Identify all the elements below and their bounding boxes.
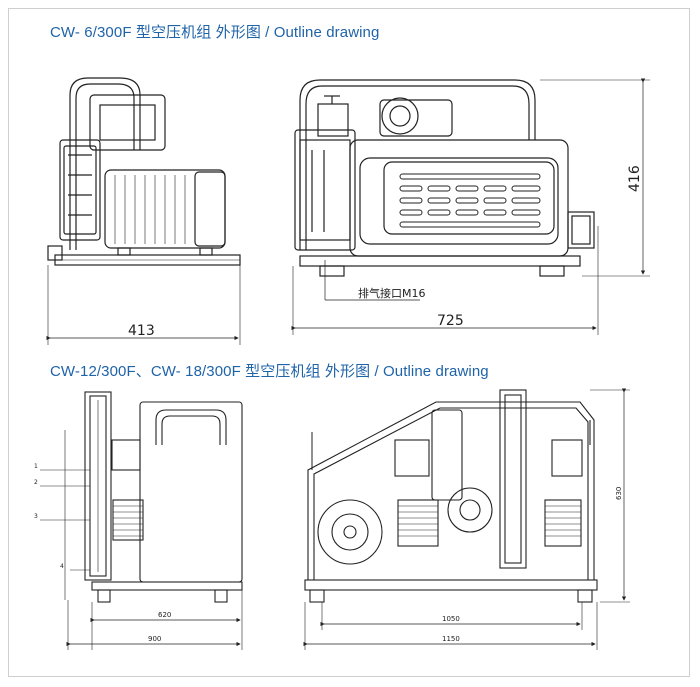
top-front-view xyxy=(291,78,650,335)
bottom-side-view xyxy=(40,391,243,650)
side-annotation-3: 3 xyxy=(34,513,38,520)
dim-bottom-front-inner: 1050 xyxy=(442,615,460,623)
dim-bottom-side-outer: 900 xyxy=(148,635,161,643)
dim-top-side-width: 413 xyxy=(128,323,155,339)
drawing-frame xyxy=(8,8,690,677)
side-annotation-4: 4 xyxy=(60,563,64,570)
dim-top-height: 416 xyxy=(627,165,643,192)
title-bottom: CW-12/300F、CW- 18/300F 型空压机组 外形图 / Outli… xyxy=(50,363,489,380)
dim-bottom-front-outer: 1150 xyxy=(442,635,460,643)
dim-top-front-length: 725 xyxy=(437,313,464,329)
side-annotation-1: 1 xyxy=(34,463,38,470)
title-top: CW- 6/300F 型空压机组 外形图 / Outline drawing xyxy=(50,24,380,41)
side-annotation-2: 2 xyxy=(34,479,38,486)
top-side-view xyxy=(46,77,241,345)
outlet-label: 排气接口M16 xyxy=(358,286,426,300)
bottom-front-view xyxy=(303,388,630,650)
dim-bottom-side-inner: 620 xyxy=(158,611,171,619)
dim-bottom-height: 630 xyxy=(615,487,623,500)
